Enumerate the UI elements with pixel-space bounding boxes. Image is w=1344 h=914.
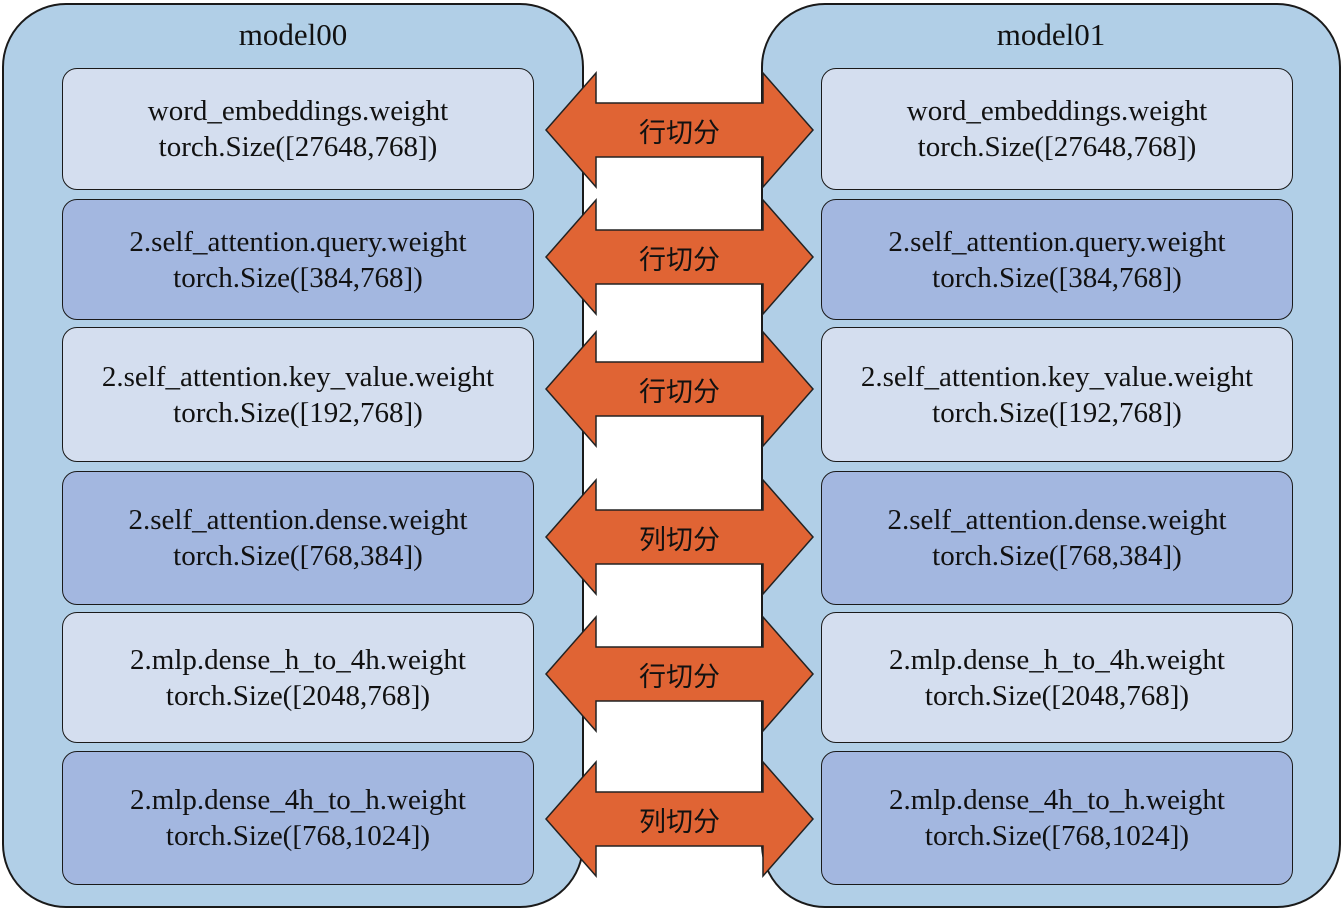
- param-size: torch.Size([768,384]): [932, 540, 1182, 572]
- model01-param-query: 2.self_attention.query.weight torch.Size…: [821, 199, 1293, 320]
- model01-param-h-to-4h: 2.mlp.dense_h_to_4h.weight torch.Size([2…: [821, 612, 1293, 743]
- param-size: torch.Size([192,768]): [932, 396, 1182, 429]
- param-name: word_embeddings.weight: [147, 95, 449, 127]
- split-label: 行切分: [639, 376, 720, 408]
- model00-param-4h-to-h: 2.mlp.dense_4h_to_h.weight torch.Size([7…: [62, 751, 534, 885]
- param-name: 2.mlp.dense_4h_to_h.weight: [130, 784, 466, 816]
- double-arrow-icon: [545, 615, 814, 733]
- double-arrow-icon: [545, 760, 814, 878]
- split-label: 行切分: [639, 661, 720, 693]
- param-size: torch.Size([768,384]): [173, 540, 423, 572]
- param-size: torch.Size([27648,768]): [917, 131, 1197, 163]
- model01-param-word-embeddings: word_embeddings.weight torch.Size([27648…: [821, 68, 1293, 190]
- model00-param-word-embeddings: word_embeddings.weight torch.Size([27648…: [62, 68, 534, 190]
- param-size: torch.Size([27648,768]): [158, 131, 438, 163]
- param-name: 2.mlp.dense_4h_to_h.weight: [889, 784, 1225, 816]
- split-label: 行切分: [639, 117, 720, 149]
- param-name: 2.self_attention.query.weight: [888, 225, 1226, 258]
- double-arrow-icon: [545, 478, 814, 596]
- split-arrow: 列切分: [544, 478, 815, 596]
- double-arrow-icon: [545, 330, 814, 448]
- split-arrow: 行切分: [544, 615, 815, 733]
- split-arrow: 行切分: [544, 330, 815, 448]
- double-arrow-icon: [545, 71, 814, 189]
- param-name: 2.self_attention.key_value.weight: [101, 360, 495, 393]
- model01-title: model01: [996, 17, 1106, 52]
- param-name: 2.self_attention.query.weight: [129, 225, 467, 258]
- param-size: torch.Size([768,1024]): [924, 820, 1190, 852]
- param-size: torch.Size([768,1024]): [165, 820, 431, 852]
- param-name: 2.self_attention.dense.weight: [887, 504, 1227, 536]
- model00-title: model00: [238, 17, 348, 52]
- model00-param-h-to-4h: 2.mlp.dense_h_to_4h.weight torch.Size([2…: [62, 612, 534, 743]
- param-size: torch.Size([2048,768]): [924, 679, 1190, 712]
- param-size: torch.Size([2048,768]): [165, 679, 431, 712]
- model00-param-query: 2.self_attention.query.weight torch.Size…: [62, 199, 534, 320]
- param-name: 2.self_attention.dense.weight: [128, 504, 468, 536]
- split-label: 列切分: [639, 524, 720, 556]
- double-arrow-icon: [545, 198, 814, 316]
- split-arrow: 行切分: [544, 198, 815, 316]
- model00-param-attention-dense: 2.self_attention.dense.weight torch.Size…: [62, 471, 534, 605]
- model01-param-4h-to-h: 2.mlp.dense_4h_to_h.weight torch.Size([7…: [821, 751, 1293, 885]
- param-size: torch.Size([384,768]): [173, 261, 423, 294]
- split-label: 列切分: [639, 806, 720, 838]
- param-name: word_embeddings.weight: [906, 95, 1208, 127]
- split-arrow: 行切分: [544, 71, 815, 189]
- model00-param-key-value: 2.self_attention.key_value.weight torch.…: [62, 327, 534, 462]
- param-name: 2.mlp.dense_h_to_4h.weight: [889, 643, 1225, 676]
- model01-param-key-value: 2.self_attention.key_value.weight torch.…: [821, 327, 1293, 462]
- split-arrow: 列切分: [544, 760, 815, 878]
- param-size: torch.Size([384,768]): [932, 261, 1182, 294]
- param-size: torch.Size([192,768]): [173, 396, 423, 429]
- param-name: 2.self_attention.key_value.weight: [860, 360, 1254, 393]
- model01-param-attention-dense: 2.self_attention.dense.weight torch.Size…: [821, 471, 1293, 605]
- param-name: 2.mlp.dense_h_to_4h.weight: [130, 643, 466, 676]
- split-label: 行切分: [639, 244, 720, 276]
